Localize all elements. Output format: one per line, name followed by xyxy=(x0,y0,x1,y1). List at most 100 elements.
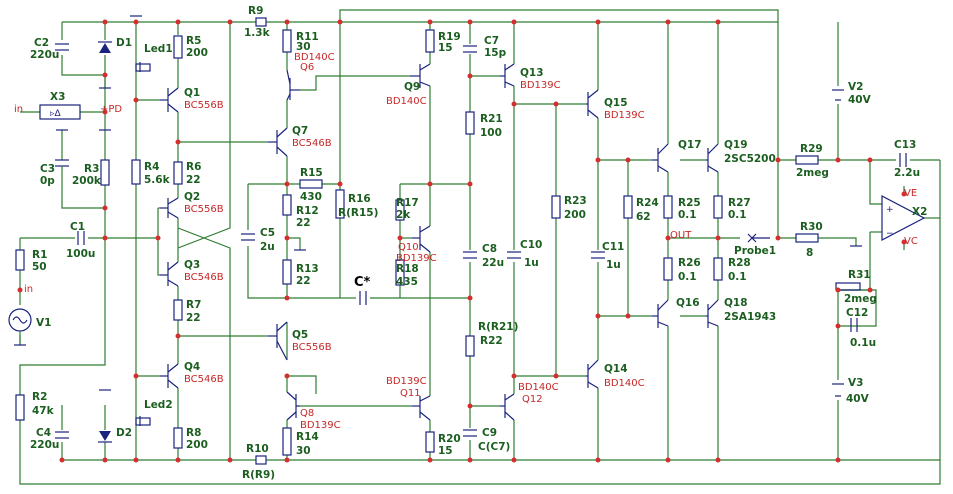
transistor-q17 xyxy=(652,143,669,173)
label-q14: Q14 xyxy=(604,363,628,375)
label-v3-value: 40V xyxy=(846,393,870,405)
resistor-r26 xyxy=(663,257,673,281)
label-c10-value: 1u xyxy=(524,257,539,269)
block-x3: ▹Δ xyxy=(39,104,81,120)
label-r26-value: 0.1 xyxy=(678,271,697,283)
source-v1 xyxy=(8,308,32,332)
transistor-q10 xyxy=(412,225,431,253)
label-r5: R5 xyxy=(186,35,201,47)
capacitor-c12 xyxy=(850,318,858,332)
label-r21-value: 100 xyxy=(480,127,502,139)
resistors xyxy=(15,17,861,465)
resistor-r23 xyxy=(551,195,561,219)
label-c7: C7 xyxy=(484,35,499,47)
transistor-q18 xyxy=(706,299,719,328)
transistor-q12 xyxy=(500,393,515,421)
battery-v2 xyxy=(832,89,844,101)
label-c3-value: 0p xyxy=(40,175,55,187)
capacitor-c13 xyxy=(899,153,907,167)
label-r28: R28 xyxy=(728,257,751,269)
label-c1-value: 100u xyxy=(66,248,95,260)
resistor-r15 xyxy=(299,179,323,189)
label-r18: R18 xyxy=(396,263,419,275)
label-r24: R24 xyxy=(636,197,659,209)
capacitor-c1 xyxy=(77,231,85,245)
capacitor-c11 xyxy=(591,251,605,259)
label-r1: R1 xyxy=(32,249,47,261)
label-q18: Q18 xyxy=(724,297,748,309)
transistor-q7 xyxy=(268,127,288,157)
transistor-q3 xyxy=(160,261,179,287)
label-c7-value: 15p xyxy=(484,47,507,59)
label-q17: Q17 xyxy=(678,139,702,151)
resistor-r4 xyxy=(131,159,141,185)
transistor-q2 xyxy=(160,197,179,219)
resistor-r22 xyxy=(465,335,475,357)
label-r16: R16 xyxy=(348,193,371,205)
label-x3: X3 xyxy=(50,91,65,103)
diode-d2 xyxy=(98,431,112,443)
label-r3-value: 200k xyxy=(72,175,102,187)
label-q18-type: 2SA1943 xyxy=(724,311,776,323)
transistor-q6 xyxy=(286,69,300,101)
label-c5: C5 xyxy=(260,227,275,239)
label-c13-value: 2.2u xyxy=(894,167,920,179)
label-q3-type: BC546B xyxy=(184,272,224,283)
capacitor-cstar xyxy=(359,291,367,305)
label-c11-value: 1u xyxy=(606,259,621,271)
label-r9: R9 xyxy=(248,5,263,17)
resistor-r13 xyxy=(282,259,292,285)
label-c13: C13 xyxy=(894,139,916,151)
resistor-r8 xyxy=(173,427,183,449)
label-q7: Q7 xyxy=(292,125,308,137)
resistor-r9 xyxy=(255,17,267,27)
transistor-q19 xyxy=(706,143,719,173)
label-r6-value: 22 xyxy=(186,174,201,186)
label-r11-value: 30 xyxy=(296,41,311,53)
svg-text:▹Δ: ▹Δ xyxy=(50,109,62,119)
label-r17-value: 2k xyxy=(396,209,411,221)
labels: R9 1.3k R11 30 BD140C Q6 R19 15 C7 15p Q… xyxy=(14,5,927,481)
label-in-src: in xyxy=(24,284,33,295)
label-r10: R10 xyxy=(246,443,269,455)
label-c5-value: 2u xyxy=(260,241,275,253)
label-r7-value: 22 xyxy=(186,312,201,324)
label-r9-value: 1.3k xyxy=(244,27,271,39)
label-in-left: in xyxy=(14,104,23,115)
label-r15-value: 430 xyxy=(300,191,322,203)
label-q2: Q2 xyxy=(184,191,200,203)
label-q8: Q8 xyxy=(300,408,314,419)
resistor-r10 xyxy=(255,455,267,465)
svg-text:+: + xyxy=(886,205,894,215)
label-r11: R11 xyxy=(296,31,319,43)
led-led1 xyxy=(135,62,151,72)
diode-d1 xyxy=(98,41,112,53)
label-d1: D1 xyxy=(116,37,132,49)
label-q4: Q4 xyxy=(184,361,200,373)
label-c8-value: 22u xyxy=(482,257,504,269)
label-c11: C11 xyxy=(602,241,624,253)
label-r28-value: 0.1 xyxy=(728,271,747,283)
resistor-r29 xyxy=(795,155,819,165)
label-r23-value: 200 xyxy=(564,209,586,221)
label-q11-type: BD139C xyxy=(386,376,427,387)
resistor-r3 xyxy=(100,159,110,186)
svg-text:−: − xyxy=(886,229,894,239)
label-c12-value: 0.1u xyxy=(850,337,876,349)
label-r2: R2 xyxy=(32,391,47,403)
resistor-r16 xyxy=(335,189,345,219)
label-q6: Q6 xyxy=(300,62,314,73)
label-r26: R26 xyxy=(678,257,701,269)
resistor-r24 xyxy=(623,195,633,219)
probe-probe1 xyxy=(747,233,770,243)
label-r30: R30 xyxy=(800,221,823,233)
resistor-r28 xyxy=(713,257,723,281)
label-r30-value: 8 xyxy=(806,247,813,259)
resistor-r11 xyxy=(282,29,292,53)
label-r3: R3 xyxy=(84,163,99,175)
label-c8: C8 xyxy=(482,243,497,255)
label-led2: Led2 xyxy=(144,399,173,411)
label-r27-value: 0.1 xyxy=(728,209,747,221)
